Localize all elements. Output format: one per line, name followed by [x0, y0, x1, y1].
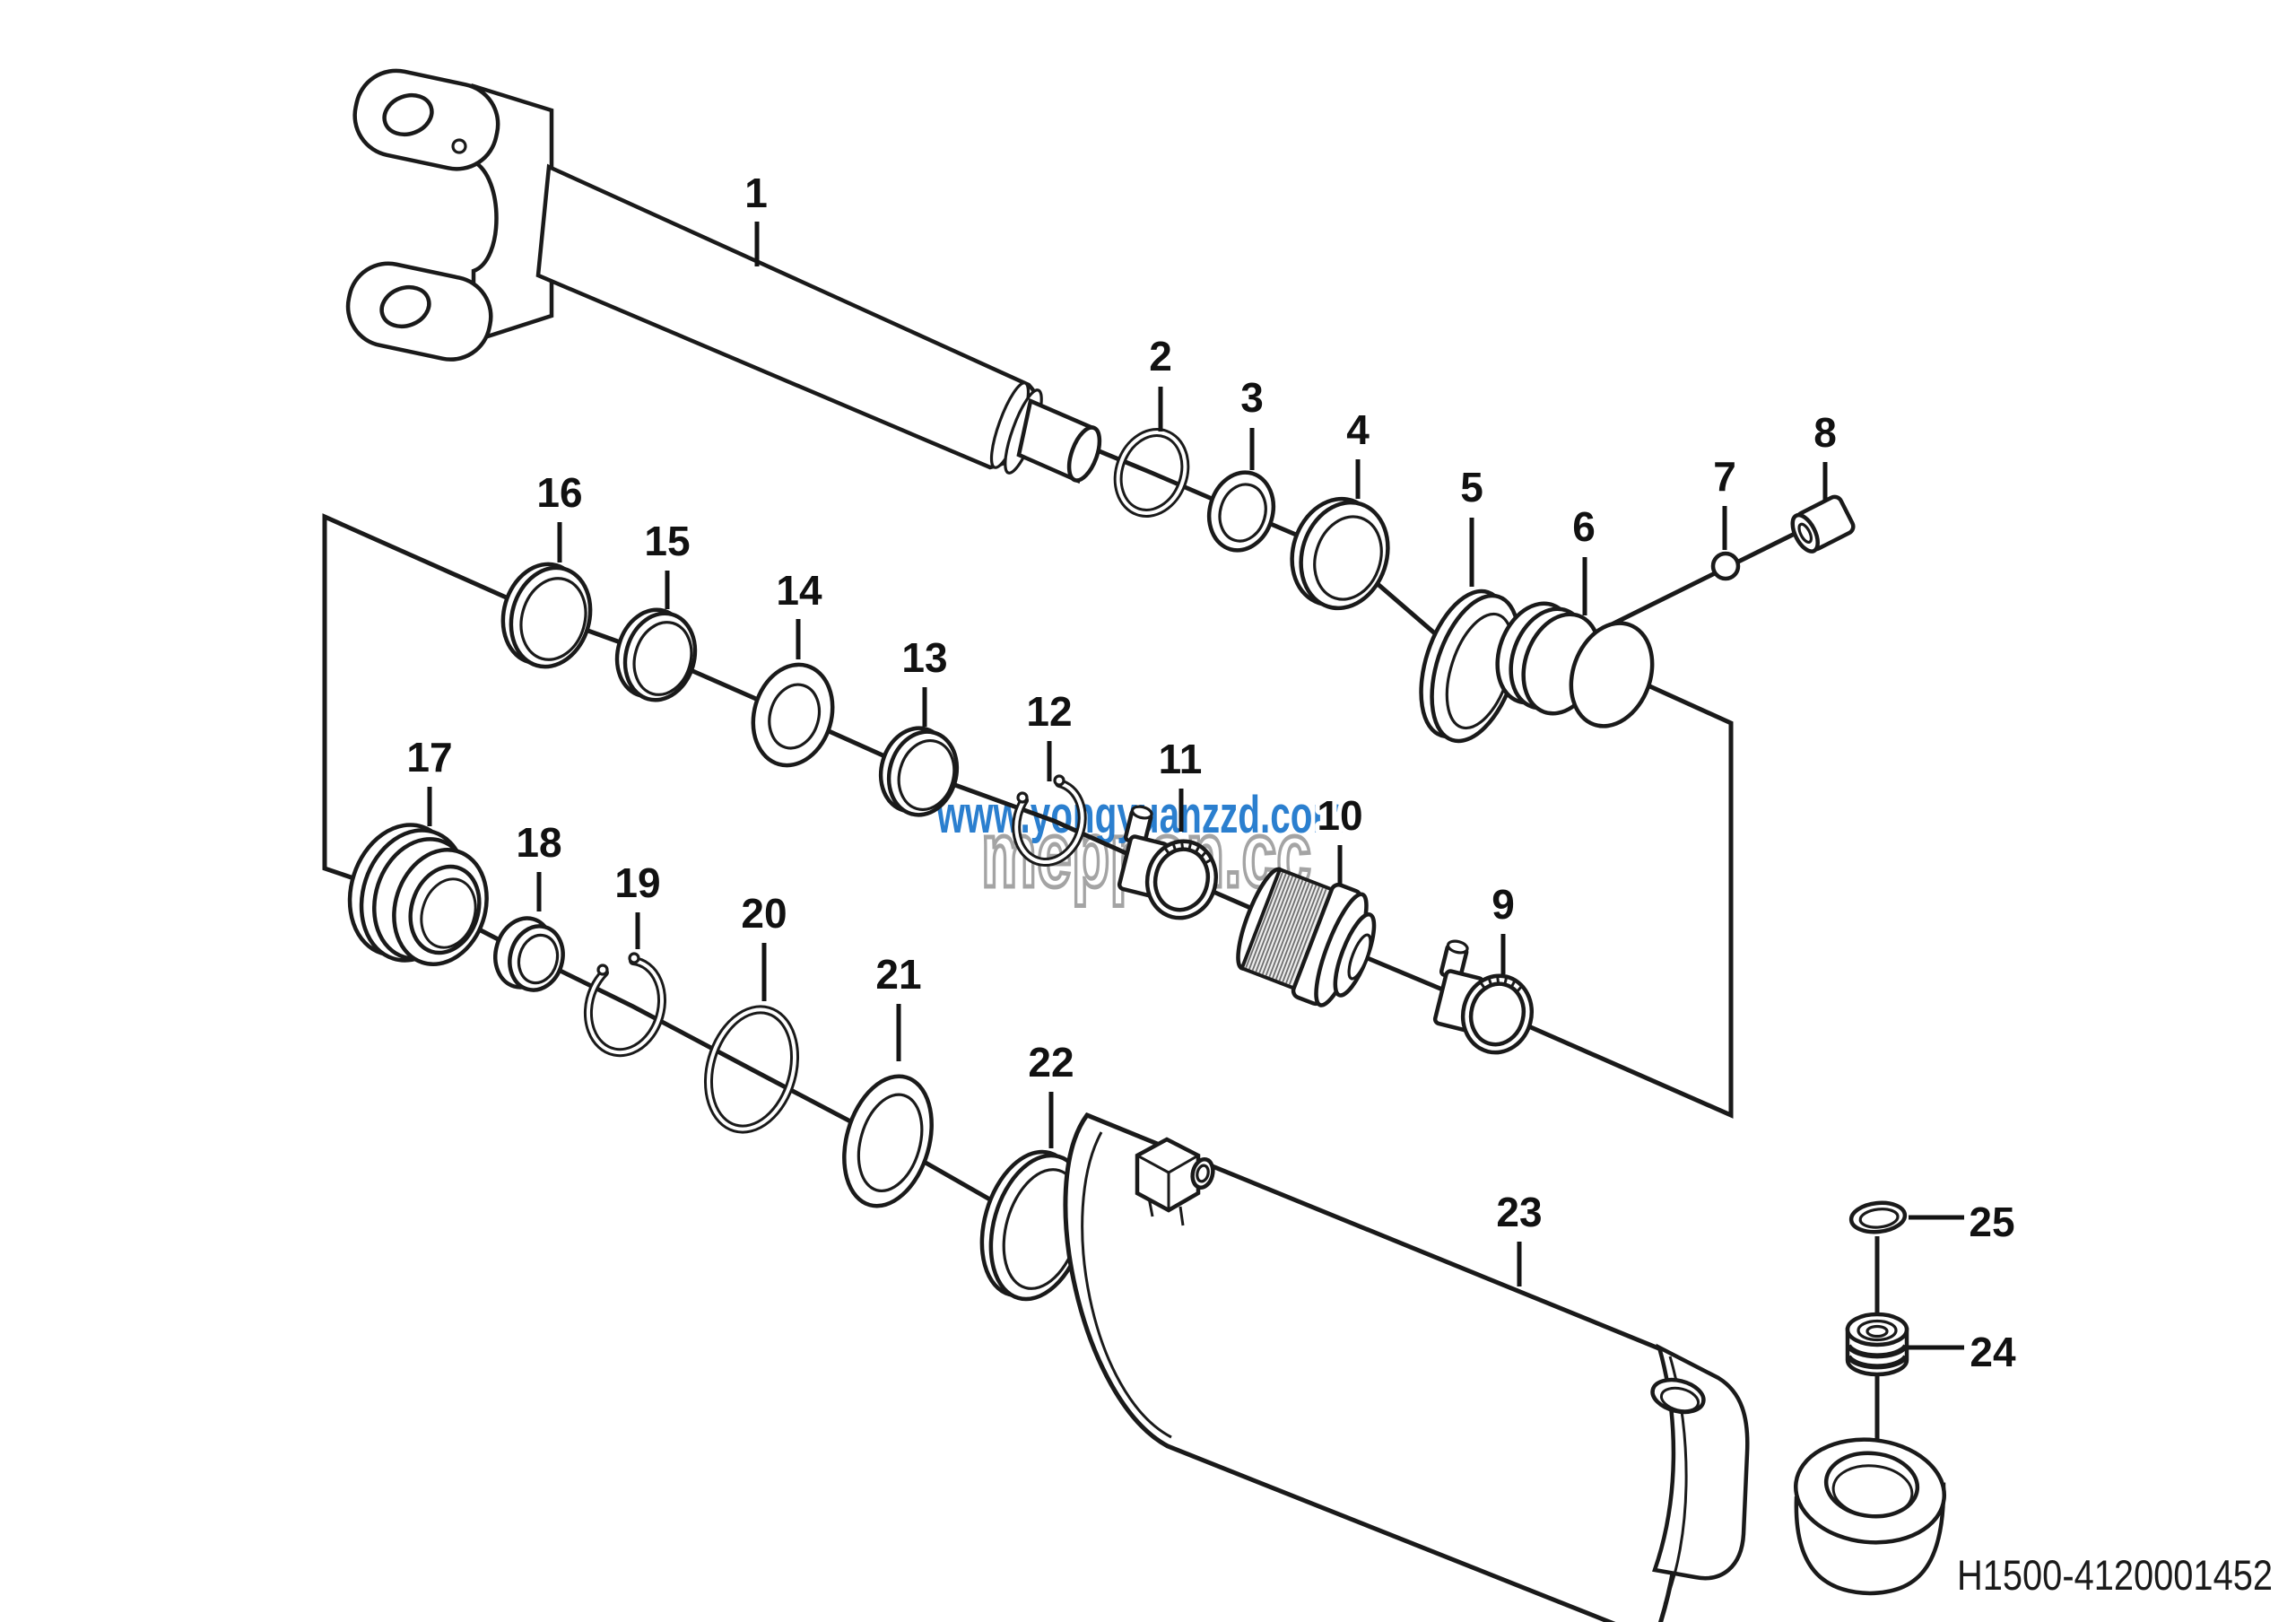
part-10-gland-nut — [1236, 867, 1377, 1007]
callout-label-7: 7 — [1713, 453, 1736, 500]
part-19-snap-ring — [583, 952, 666, 1058]
callout-label-23: 23 — [1496, 1189, 1542, 1235]
part-2-oring — [1113, 428, 1190, 518]
cylinder-cap — [1650, 1343, 1750, 1605]
part-21-washer — [842, 1074, 934, 1208]
callout-label-15: 15 — [644, 518, 690, 564]
callout-label-8: 8 — [1813, 409, 1837, 456]
part-17-cylinder-head — [347, 823, 489, 966]
rod-shaft — [535, 163, 1043, 470]
callout-label-13: 13 — [901, 634, 947, 681]
part-3-washer — [1206, 470, 1276, 553]
part-14-washer — [751, 662, 835, 768]
clamp-band-slots — [1479, 976, 1523, 993]
callout-label-14: 14 — [776, 567, 822, 614]
part-25-seal-ring — [1848, 1200, 1908, 1234]
callout-label-25: 25 — [1969, 1199, 2014, 1245]
part-20-oring — [703, 1005, 800, 1134]
callout-layer: 1234567891011121314151617181920212223242… — [402, 165, 2021, 1380]
clamp-band-slots — [1163, 842, 1213, 865]
callout-label-1: 1 — [744, 170, 768, 216]
callout-label-5: 5 — [1460, 464, 1483, 510]
callout-label-20: 20 — [741, 890, 787, 937]
part-16-seal — [500, 562, 593, 669]
part-22-ring — [979, 1149, 1089, 1302]
part-4-seal — [1290, 496, 1390, 611]
part-5-seal — [1419, 589, 1521, 744]
gland-threads — [1245, 872, 1327, 985]
callout-label-9: 9 — [1492, 881, 1515, 928]
part-13-seal — [878, 726, 960, 817]
callout-label-19: 19 — [614, 859, 660, 906]
part-12-circlip — [1012, 774, 1087, 867]
part-11-hose-clamp — [1117, 805, 1219, 920]
part-18-bushing — [493, 916, 565, 992]
clevis-hole-top — [382, 92, 434, 137]
part-code: H1500-4120001452 — [1957, 1551, 2273, 1599]
callout-label-11: 11 — [1159, 736, 1203, 782]
part-23-cylinder-tube — [1063, 1112, 1947, 1622]
callout-label-2: 2 — [1149, 333, 1172, 379]
callout-label-3: 3 — [1240, 374, 1264, 421]
part-6-piston — [1495, 601, 1655, 728]
callout-label-12: 12 — [1026, 688, 1072, 735]
callout-label-18: 18 — [516, 819, 561, 866]
part-15-seal — [614, 607, 698, 702]
part-7-ball — [1710, 551, 1741, 581]
part-piston-rod — [345, 68, 1102, 484]
callout-label-6: 6 — [1572, 503, 1596, 550]
cylinder-eye — [1793, 1437, 1947, 1596]
callout-label-10: 10 — [1317, 792, 1362, 839]
callout-label-4: 4 — [1346, 406, 1370, 453]
callout-label-16: 16 — [536, 469, 582, 516]
callout-label-22: 22 — [1028, 1039, 1074, 1086]
part-8-pin — [1790, 494, 1856, 554]
callout-label-17: 17 — [406, 734, 452, 780]
part-24-bushing — [1845, 1312, 1909, 1377]
callout-label-24: 24 — [1970, 1329, 2016, 1375]
part-9-hose-clamp — [1432, 939, 1535, 1055]
cylinder-port — [1135, 1137, 1215, 1226]
callout-label-21: 21 — [875, 951, 921, 998]
clevis-hole-bottom — [379, 284, 431, 329]
